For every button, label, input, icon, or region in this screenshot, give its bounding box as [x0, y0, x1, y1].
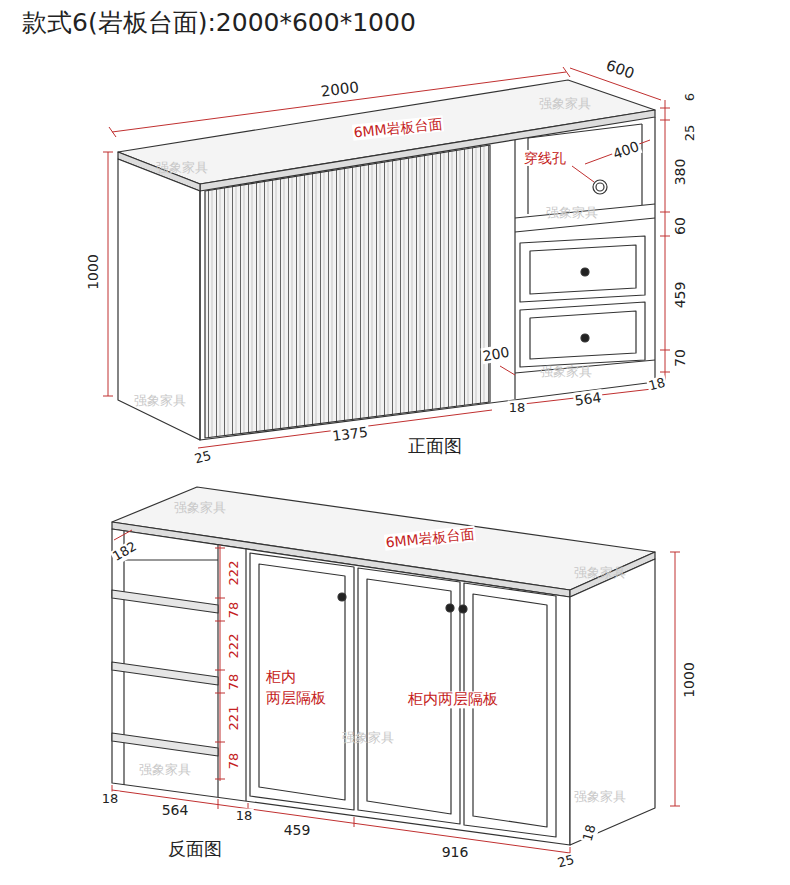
watermark: 强象家具	[545, 206, 599, 221]
dimension: 1000	[85, 253, 101, 291]
dimension: 18	[508, 401, 527, 416]
callout-label: 穿线孔	[523, 150, 567, 166]
watermark: 强象家具	[138, 763, 192, 778]
dimension: 6	[683, 92, 698, 102]
dimension: 200	[480, 344, 511, 365]
dimension: 60	[672, 216, 688, 236]
dimension: 反面图	[167, 839, 223, 860]
dimension: 70	[672, 348, 688, 368]
callout-label: 222	[227, 560, 242, 587]
callout-label: 78	[227, 673, 242, 692]
dimension: 1375	[330, 424, 369, 445]
watermark: 强象家具	[538, 97, 592, 112]
watermark: 强象家具	[573, 790, 627, 805]
watermark: 强象家具	[341, 731, 395, 746]
watermark: 强象家具	[133, 394, 187, 409]
dimension: 400	[610, 138, 643, 163]
dimension: 25	[683, 124, 698, 143]
dimension: 25	[192, 448, 214, 467]
watermark: 强象家具	[155, 161, 209, 176]
dimension: 564	[161, 802, 190, 818]
dimension: 600	[603, 57, 638, 84]
dimension: 916	[441, 844, 470, 860]
title: 款式6(岩板台面):2000*600*1000	[22, 6, 416, 39]
dimension: 459	[283, 822, 312, 838]
callout-label: 78	[227, 752, 242, 771]
callout-label: 柜内 两层隔板	[265, 667, 336, 709]
watermark: 强象家具	[573, 566, 627, 581]
dimension: 正面图	[407, 436, 463, 457]
dimension: 564	[573, 389, 604, 409]
callout-label: 222	[227, 633, 242, 660]
dimension: 1000	[681, 661, 697, 699]
dimension: 18	[101, 792, 120, 807]
dimension: 25	[555, 852, 577, 871]
callout-label: 柜内两层隔板	[407, 691, 499, 708]
dimension: 380	[672, 158, 688, 187]
dimension: 18	[646, 375, 668, 394]
dimension: 18	[580, 822, 599, 844]
dimension: 459	[672, 281, 688, 310]
dimension: 18	[235, 809, 254, 824]
watermark: 强象家具	[173, 501, 227, 516]
watermark: 强象家具	[539, 365, 593, 380]
callout-label: 78	[227, 601, 242, 620]
dimension: 2000	[319, 79, 361, 101]
callout-label: 221	[227, 705, 242, 732]
